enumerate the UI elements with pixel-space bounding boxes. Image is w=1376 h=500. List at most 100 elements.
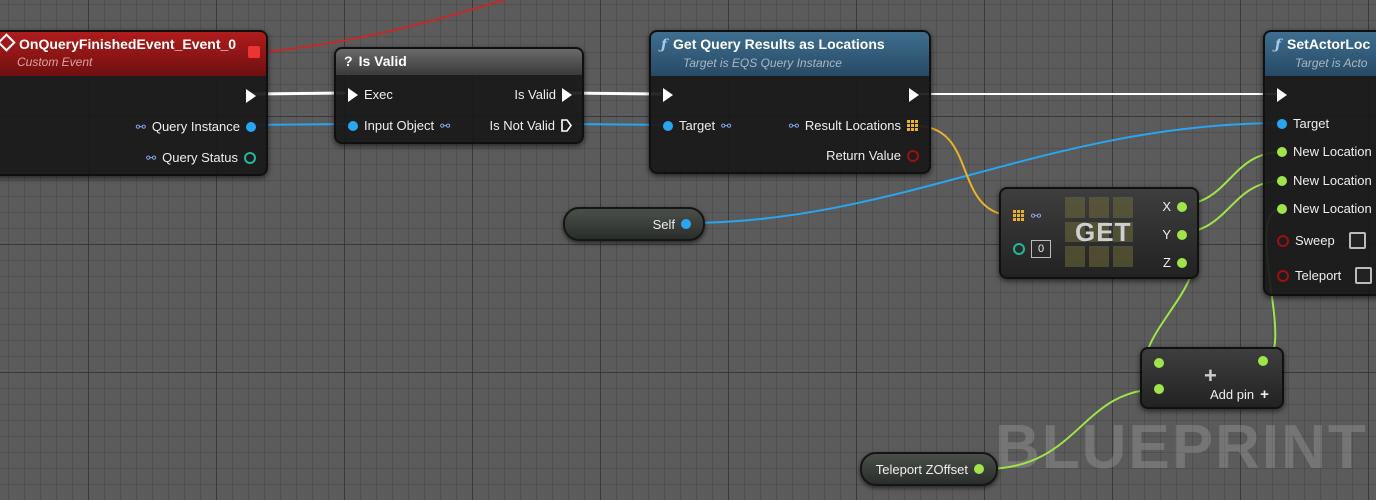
object-ref-icon: ⚯: [135, 119, 146, 134]
new-location-z-pin[interactable]: New Location: [1277, 201, 1372, 216]
new-location-x-pin-icon[interactable]: [1277, 146, 1287, 157]
y-label: Y: [1162, 227, 1171, 242]
delegate-output-icon[interactable]: [248, 46, 260, 58]
event-node-title: OnQueryFinishedEvent_Event_0: [19, 36, 237, 52]
sweep-label: Sweep: [1295, 233, 1335, 248]
input-object-pin-icon[interactable]: [348, 120, 358, 131]
set-actor-location-node[interactable]: ƒ SetActorLoc Target is Acto Target New L…: [1263, 30, 1376, 296]
is-valid-header[interactable]: ? Is Valid: [336, 49, 582, 75]
add-input-a-pin-icon[interactable]: [1154, 358, 1164, 368]
x-out-pin-icon[interactable]: [1177, 201, 1187, 212]
target-pin-icon[interactable]: [663, 120, 673, 131]
query-status-pin[interactable]: ⚯ Query Status: [146, 150, 256, 165]
exec-out-icon[interactable]: [246, 89, 256, 103]
sweep-pin[interactable]: Sweep: [1277, 232, 1366, 249]
self-reference-node[interactable]: Self: [563, 207, 705, 241]
y-out-pin[interactable]: Y: [1162, 227, 1187, 242]
object-ref-icon: ⚯: [721, 118, 732, 133]
set-actor-location-title: SetActorLoc: [1287, 36, 1371, 52]
z-out-pin[interactable]: Z: [1163, 255, 1187, 270]
array-in-pin[interactable]: ⚯: [1013, 209, 1041, 223]
result-locations-label: Result Locations: [804, 118, 901, 133]
sweep-pin-icon[interactable]: [1277, 234, 1289, 247]
index-value-box[interactable]: 0: [1031, 240, 1051, 258]
return-value-pin[interactable]: Return Value: [826, 148, 919, 163]
y-out-pin-icon[interactable]: [1177, 229, 1187, 240]
result-locations-pin[interactable]: ⚯ Result Locations: [789, 118, 919, 133]
add-pin-label[interactable]: Add pin: [1210, 387, 1255, 402]
is-not-valid-pin[interactable]: Is Not Valid: [489, 118, 572, 133]
event-node-header[interactable]: OnQueryFinishedEvent_Event_0 Custom Even…: [0, 32, 266, 76]
set-actor-location-subtitle: Target is Acto: [1295, 56, 1368, 70]
teleport-pin[interactable]: Teleport: [1277, 267, 1373, 284]
is-not-valid-label: Is Not Valid: [489, 118, 555, 133]
get-label: GET: [1075, 217, 1132, 247]
target-pin-icon[interactable]: [1277, 118, 1287, 129]
is-valid-title: Is Valid: [358, 53, 407, 69]
x-out-pin[interactable]: X: [1162, 199, 1187, 214]
set-actor-location-header[interactable]: ƒ SetActorLoc Target is Acto: [1265, 32, 1376, 76]
new-location-y-pin-icon[interactable]: [1277, 175, 1287, 186]
teleport-zoffset-output-pin-icon[interactable]: [974, 464, 984, 474]
new-location-y-label: New Location: [1293, 173, 1372, 188]
exec-in-pin[interactable]: [1277, 88, 1287, 102]
add-pin-plus-icon[interactable]: +: [1260, 386, 1269, 403]
teleport-label: Teleport: [1295, 268, 1342, 283]
exec-in-icon[interactable]: [663, 88, 673, 102]
target-label: Target: [1293, 116, 1330, 131]
object-wire-self-to-target: [685, 122, 1283, 224]
z-out-pin-icon[interactable]: [1177, 257, 1187, 268]
return-value-pin-icon[interactable]: [907, 149, 919, 162]
add-input-b-pin-icon[interactable]: [1154, 384, 1164, 394]
exec-out-pin[interactable]: [909, 88, 919, 102]
add-pin-button[interactable]: Add pin +: [1210, 386, 1269, 403]
sweep-checkbox[interactable]: [1348, 232, 1366, 249]
add-float-node[interactable]: + Add pin +: [1140, 347, 1284, 409]
exec-in-icon[interactable]: [348, 87, 358, 102]
is-valid-node[interactable]: ? Is Valid Exec Is Valid Input Object ⚯ I…: [334, 47, 584, 144]
teleport-pin-icon[interactable]: [1277, 269, 1289, 282]
event-node-subtitle: Custom Event: [17, 55, 93, 69]
is-not-valid-exec-icon[interactable]: [561, 119, 572, 132]
on-query-finished-event-node[interactable]: OnQueryFinishedEvent_Event_0 Custom Even…: [0, 30, 268, 176]
is-valid-exec-icon[interactable]: [562, 87, 572, 102]
teleport-zoffset-label: Teleport ZOffset: [875, 461, 968, 477]
array-grid-icon[interactable]: [1013, 210, 1025, 222]
array-wire-results-to-get: [915, 125, 1017, 217]
new-location-x-pin[interactable]: New Location: [1277, 144, 1372, 159]
red-wire: [264, 0, 507, 53]
index-pin-icon[interactable]: [1013, 243, 1025, 255]
new-location-z-pin-icon[interactable]: [1277, 203, 1287, 214]
exec-out-pin[interactable]: [246, 89, 256, 103]
index-pin[interactable]: 0: [1013, 240, 1051, 258]
add-output-pin-icon[interactable]: [1258, 356, 1268, 366]
exec-in-pin[interactable]: [663, 88, 673, 102]
self-label: Self: [652, 216, 675, 232]
teleport-checkbox[interactable]: [1355, 267, 1373, 284]
query-instance-pin[interactable]: ⚯ Query Instance: [136, 119, 256, 134]
return-value-label: Return Value: [826, 148, 901, 163]
exec-out-icon[interactable]: [909, 88, 919, 102]
new-location-y-pin[interactable]: New Location: [1277, 173, 1372, 188]
array-get-node[interactable]: ⚯ 0 GET X Y Z: [999, 187, 1199, 279]
question-icon: ?: [344, 53, 353, 69]
self-output-pin-icon[interactable]: [681, 219, 691, 229]
query-status-pin-icon[interactable]: [244, 151, 256, 164]
object-ref-icon: ⚯: [1031, 209, 1042, 223]
x-label: X: [1162, 199, 1171, 214]
input-object-pin[interactable]: Input Object ⚯: [348, 118, 450, 133]
exec-in-icon[interactable]: [1277, 88, 1287, 102]
z-label: Z: [1163, 255, 1171, 270]
query-instance-pin-icon[interactable]: [246, 121, 256, 132]
target-pin[interactable]: Target ⚯: [663, 118, 731, 133]
is-valid-out-pin[interactable]: Is Valid: [514, 87, 572, 102]
array-grid-icon[interactable]: [907, 119, 919, 132]
target-pin[interactable]: Target: [1277, 116, 1329, 131]
query-status-label: Query Status: [162, 150, 238, 165]
get-query-results-subtitle: Target is EQS Query Instance: [683, 56, 842, 70]
exec-in-pin[interactable]: Exec: [348, 87, 393, 102]
function-icon: ƒ: [1275, 37, 1282, 53]
teleport-zoffset-node[interactable]: Teleport ZOffset: [860, 452, 998, 486]
